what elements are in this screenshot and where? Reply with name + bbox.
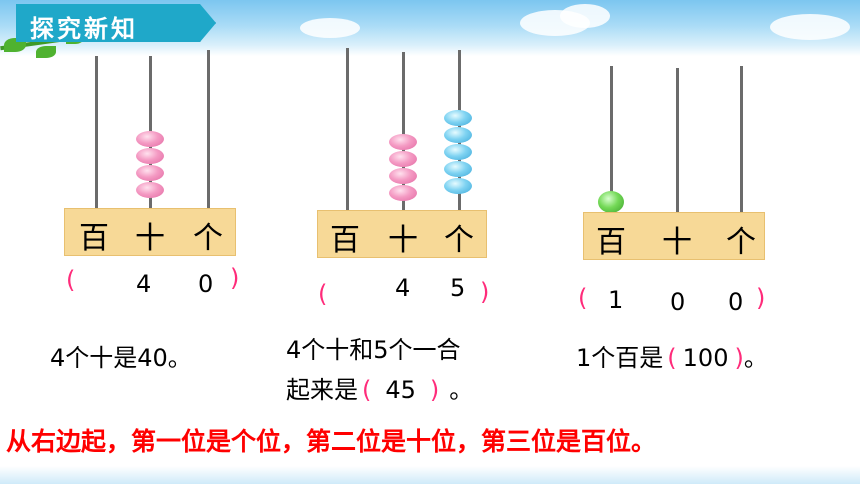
cloud-decoration [770, 14, 850, 40]
answer-open-paren: ( [578, 284, 588, 312]
ones-rod [207, 50, 210, 208]
hundreds-rod [95, 56, 98, 208]
answer-digit: 1 [608, 286, 624, 314]
hundreds-label: 百 [330, 223, 360, 258]
statement-1: 4个十是40。 [50, 344, 192, 372]
answer-close-paren: ) [480, 278, 490, 306]
bead [136, 131, 164, 147]
bead [136, 182, 164, 198]
answer-value: 45 [385, 376, 416, 404]
tens-label: 十 [388, 223, 418, 258]
answer-digit: 0 [670, 288, 686, 316]
statement-3-prefix: 1个百是 [576, 344, 664, 372]
bead [389, 185, 417, 201]
bead [136, 148, 164, 164]
answer-open-paren: ( [318, 280, 328, 308]
section-title-tab [16, 4, 216, 42]
hundreds-rod [346, 48, 349, 210]
hundreds-rod [610, 66, 613, 212]
abacus-base: 百 十 个 [64, 208, 236, 256]
tens-rod [402, 52, 405, 210]
statement-3: 1个百是(100)。 [576, 338, 768, 373]
tens-label: 十 [662, 225, 692, 260]
section-title: 探究新知 [30, 15, 138, 43]
answer-close-paren: ) [756, 284, 766, 312]
sky-banner [0, 0, 860, 56]
bead [136, 165, 164, 181]
bead [598, 191, 624, 213]
abacus-base: 百 十 个 [317, 210, 487, 258]
tens-label: 十 [135, 221, 165, 256]
bead [444, 178, 472, 194]
cloud-decoration [300, 18, 360, 38]
answer-open-paren: ( [66, 266, 76, 294]
leaf-icon [36, 46, 56, 58]
ones-label: 个 [444, 223, 474, 258]
tens-rod [676, 68, 679, 212]
bead [389, 151, 417, 167]
statement-2-prefix: 起来是 [286, 376, 358, 404]
hundreds-label: 百 [596, 225, 626, 260]
hundreds-label: 百 [79, 221, 109, 256]
statement-2-line-2: 起来是(45) 。 [286, 370, 473, 405]
statement-3-end: 。 [743, 344, 768, 372]
answer-close-paren: ) [734, 344, 744, 372]
answer-open-paren: ( [667, 344, 677, 372]
bead [444, 144, 472, 160]
bead [444, 127, 472, 143]
answer-digit: 0 [198, 270, 214, 298]
cloud-decoration [560, 4, 610, 28]
bottom-decoration [0, 466, 860, 484]
place-value-rule: 从右边起，第一位是个位，第二位是十位，第三位是百位。 [6, 427, 657, 456]
ones-label: 个 [193, 221, 223, 256]
answer-digit: 0 [728, 288, 744, 316]
answer-digit: 4 [395, 274, 411, 302]
statement-2-line-1: 4个十和5个一合 [286, 336, 461, 364]
ones-rod [740, 66, 743, 212]
answer-open-paren: ( [362, 376, 372, 404]
bead [444, 110, 472, 126]
answer-close-paren: ) [429, 376, 440, 404]
answer-digit: 5 [450, 274, 466, 302]
ones-label: 个 [726, 225, 756, 260]
answer-close-paren: ) [230, 264, 240, 292]
abacus-base: 百 十 个 [583, 212, 765, 260]
bead [389, 134, 417, 150]
statement-2-end: 。 [449, 376, 474, 404]
bead [389, 168, 417, 184]
answer-digit: 4 [136, 270, 152, 298]
bead [444, 161, 472, 177]
answer-value: 100 [682, 344, 729, 372]
